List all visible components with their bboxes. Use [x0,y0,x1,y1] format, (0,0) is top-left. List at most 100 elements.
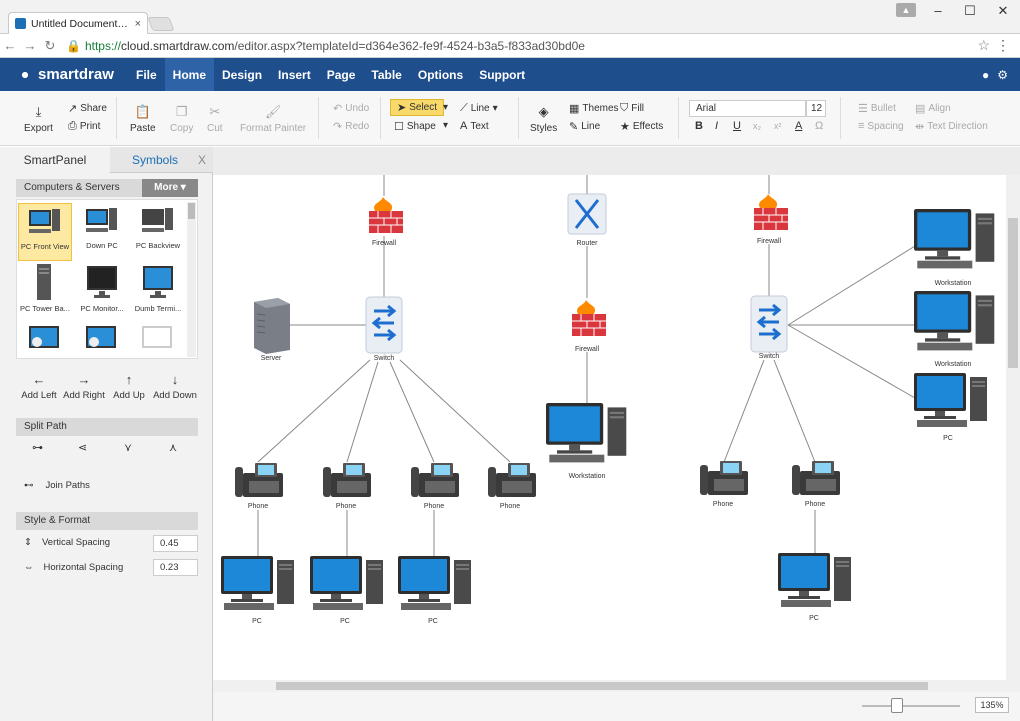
select-tool-button[interactable]: ➤Select [390,99,445,116]
library-scrollbar[interactable] [187,202,196,357]
symbol-pc-backview[interactable]: PC Backview [131,203,185,261]
pc-node-4[interactable] [778,553,851,607]
copy-button[interactable]: ❐Copy [170,104,193,134]
close-panel-icon[interactable]: X [198,153,207,167]
effects-button[interactable]: ★Effects [620,120,663,133]
add-up-button[interactable]: ↑Add Up [107,372,151,401]
shape-tool-button[interactable]: ☐Shape [394,120,436,133]
font-size-select[interactable]: 12 [806,100,826,117]
add-right-button[interactable]: →Add Right [62,372,106,401]
symbol-pc-front-view[interactable]: PC Front View [18,203,72,261]
more-button[interactable]: More ▾ [142,179,198,197]
new-tab-button[interactable] [147,17,175,31]
join-paths-button[interactable]: ⊷Join Paths [24,480,90,491]
vertical-scroll-thumb[interactable] [1008,218,1018,368]
split-path-3-icon[interactable]: ⋎ [124,442,133,454]
align-button[interactable]: ▤Align [915,102,951,115]
switch-node-2[interactable] [749,294,789,354]
firewall-node-1[interactable] [368,196,404,234]
tab-smartpanel[interactable]: SmartPanel [0,147,110,173]
vertical-spacing-input[interactable]: 0.45 [153,535,198,552]
underline-button[interactable]: U [733,120,741,132]
symbol-pc-9[interactable] [131,320,185,358]
phone-node-1[interactable] [235,463,283,497]
symbol-pc-7[interactable] [18,320,72,358]
bullet-button[interactable]: ☰Bullet [858,102,896,115]
split-path-1-icon[interactable]: ⊶ [32,442,43,454]
bookmark-star-icon[interactable]: ☆ [977,37,990,53]
maximize-button[interactable]: ☐ [964,3,976,18]
zoom-slider-track[interactable] [862,705,960,707]
reload-icon[interactable]: ↻ [44,37,56,53]
format-painter-button[interactable]: 🖌Format Painter [240,104,306,134]
menu-file[interactable]: File [136,67,157,82]
workstation-node-center[interactable] [546,403,627,463]
symbol-pc-monitor[interactable]: PC Monitor... [75,262,129,320]
close-tab-icon[interactable]: × [134,17,141,30]
zoom-slider-handle[interactable] [891,698,903,713]
undo-button[interactable]: ↶Undo [333,102,369,115]
firewall-node-2[interactable] [571,299,607,337]
superscript-button[interactable]: x² [774,121,782,131]
italic-button[interactable]: I [715,120,719,132]
router-node[interactable] [567,193,607,235]
close-window-button[interactable]: ✕ [997,3,1009,18]
drawing-canvas[interactable]: Firewall Router Firewall Server Switch F… [213,175,1006,680]
print-button[interactable]: ⎙Print [68,120,100,133]
switch-node-1[interactable] [364,295,404,355]
phone-node-5[interactable] [700,461,748,495]
url-input[interactable]: 🔒 https:// cloud.smartdraw.com /editor.a… [66,37,990,55]
shape-dropdown-icon[interactable]: ▾ [443,120,449,131]
symbol-pc-tower[interactable]: PC Tower Ba... [18,262,72,320]
bold-button[interactable]: B [695,120,703,132]
split-path-4-icon[interactable]: ⋏ [169,442,178,454]
forward-arrow-icon[interactable]: → [23,38,37,53]
phone-node-6[interactable] [792,461,840,495]
phone-node-3[interactable] [411,463,459,497]
add-down-button[interactable]: ↓Add Down [153,372,197,401]
workstation-node-2[interactable] [914,291,995,351]
symbol-pc-8[interactable] [75,320,129,358]
paste-button[interactable]: 📋Paste [130,104,156,134]
menu-table[interactable]: Table [371,67,402,82]
pc-node-1[interactable] [221,556,294,610]
browser-menu-icon[interactable]: ⋮ [996,37,1010,53]
symbol-down-pc[interactable]: Down PC [75,203,129,261]
minimize-button[interactable]: – [934,3,942,18]
font-color-button[interactable]: A [795,120,803,132]
menu-design[interactable]: Design [222,67,263,82]
menu-options[interactable]: Options [417,67,464,82]
select-dropdown-icon[interactable]: ▾ [443,102,449,113]
line-tool-button[interactable]: ⟋Line▾ [460,102,498,115]
fill-button[interactable]: ⛉Fill [620,102,644,115]
horizontal-spacing-input[interactable]: 0.23 [153,559,198,576]
line-style-button[interactable]: ✎Line [569,120,600,133]
library-scroll-thumb[interactable] [188,203,195,219]
styles-button[interactable]: ◈Styles [530,104,557,134]
server-node[interactable] [254,298,290,354]
browser-tab[interactable]: Untitled Document — Sm × [8,12,148,34]
share-button[interactable]: ↗Share [68,102,107,115]
user-profile-icon[interactable]: ▲ [896,3,916,17]
add-left-button[interactable]: ←Add Left [17,372,61,401]
menu-support[interactable]: Support [479,67,526,82]
back-arrow-icon[interactable]: ← [3,38,17,53]
symbol-dumb-terminal[interactable]: Dumb Termi... [131,262,185,320]
firewall-node-3[interactable] [753,193,789,231]
settings-gear-icon[interactable]: ⚙ [997,67,1008,82]
zoom-level[interactable]: 135% [975,697,1009,713]
redo-button[interactable]: ↷Redo [333,120,369,133]
export-button[interactable]: ⤓Export [24,104,53,134]
split-path-2-icon[interactable]: ⋖ [78,442,88,454]
horizontal-scroll-thumb[interactable] [276,682,928,690]
menu-home[interactable]: Home [164,58,215,91]
help-icon[interactable]: ● [981,67,990,82]
phone-node-2[interactable] [323,463,371,497]
menu-insert[interactable]: Insert [278,67,311,82]
spacing-button[interactable]: ≡Spacing [858,120,904,132]
subscript-button[interactable]: x₂ [753,121,761,131]
tab-symbols[interactable]: Symbols [131,153,178,167]
text-direction-button[interactable]: ⇹Text Direction [915,120,988,133]
pc-node-2[interactable] [310,556,383,610]
